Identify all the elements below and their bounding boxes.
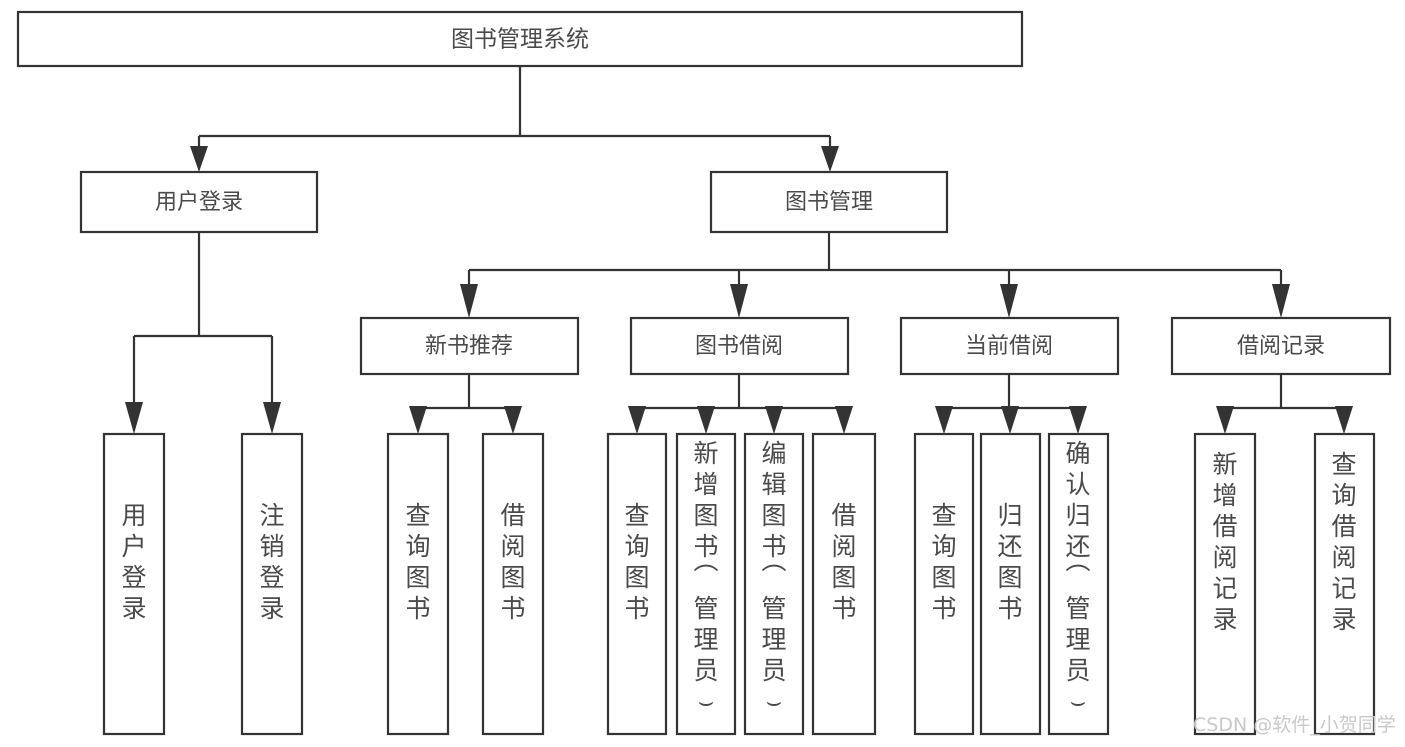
node-new-book-recommend[interactable]: 新书推荐 xyxy=(359,316,580,376)
node-book-manage-label: 图书管理 xyxy=(785,190,873,215)
leaf-add-record-label: 新增借阅记录 xyxy=(1212,450,1237,634)
node-book-borrow-box[interactable] xyxy=(629,316,850,376)
leaf-logout-login-box[interactable] xyxy=(240,432,304,736)
leaf-user-login-label: 用户登录 xyxy=(121,501,146,623)
leaf-logout-login-label: 注销登录 xyxy=(259,501,284,623)
leaf-query-book-2-label: 查询图书 xyxy=(624,501,649,623)
arrow-head-user-login xyxy=(190,146,208,172)
leaf-add-book-label: 新增图书⌒管理员⌣ xyxy=(693,439,718,716)
node-user-login-label: 用户登录 xyxy=(155,190,243,215)
leaf-confirm-return-label: 确认归还⌒管理员⌣ xyxy=(1065,439,1090,716)
leaf-borrow-book-1-box[interactable] xyxy=(481,432,545,736)
node-borrow-record[interactable]: 借阅记录 xyxy=(1170,316,1392,376)
node-book-borrow-label: 图书借阅 xyxy=(695,334,783,359)
leaf-return-book-box[interactable] xyxy=(979,432,1042,736)
arrow-head-leaf-logout-login xyxy=(263,402,281,434)
leaf-query-book-3[interactable]: 查询图书 xyxy=(913,432,975,736)
leaf-add-book[interactable]: 新增图书⌒管理员⌣ xyxy=(675,432,737,736)
leaf-query-book-2[interactable]: 查询图书 xyxy=(606,432,668,736)
node-root[interactable]: 图书管理系统 xyxy=(16,10,1024,68)
leaf-user-login-box[interactable] xyxy=(102,432,166,736)
node-current-borrow-label: 当前借阅 xyxy=(965,334,1053,359)
leaf-borrow-book-2-box[interactable] xyxy=(811,432,877,736)
node-root-label: 图书管理系统 xyxy=(451,27,589,53)
leaf-query-book-3-box[interactable] xyxy=(913,432,975,736)
node-new-book-recommend-label: 新书推荐 xyxy=(425,334,513,359)
arrow-head-leaf-add-record xyxy=(1216,406,1234,434)
arrow-head-leaf-user-login xyxy=(125,402,143,434)
node-book-manage[interactable]: 图书管理 xyxy=(709,170,949,234)
arrow-head-borrow-record xyxy=(1272,284,1290,318)
leaf-borrow-book-1-label: 借阅图书 xyxy=(500,501,525,623)
arrow-head-leaf-add-book xyxy=(697,406,715,434)
leaf-query-book-3-label: 查询图书 xyxy=(931,501,956,623)
leaf-query-book-1[interactable]: 查询图书 xyxy=(386,432,450,736)
arrow-head-leaf-edit-book xyxy=(765,406,783,434)
node-root-box[interactable] xyxy=(16,10,1024,68)
arrow-head-leaf-return-book xyxy=(1001,406,1019,434)
arrow-head-leaf-confirm-return xyxy=(1069,406,1087,434)
leaf-borrow-book-2[interactable]: 借阅图书 xyxy=(811,432,877,736)
leaf-query-book-1-label: 查询图书 xyxy=(405,501,430,623)
leaf-edit-book[interactable]: 编辑图书⌒管理员⌣ xyxy=(743,432,805,736)
arrow-head-leaf-query-record xyxy=(1335,406,1353,434)
arrow-head-current-borrow xyxy=(1000,284,1018,318)
leaf-add-record-box[interactable] xyxy=(1193,432,1257,736)
arrow-head-leaf-query-book-3 xyxy=(935,406,953,434)
node-current-borrow-box[interactable] xyxy=(899,316,1120,376)
node-book-borrow[interactable]: 图书借阅 xyxy=(629,316,850,376)
leaf-query-record[interactable]: 查询借阅记录 xyxy=(1313,432,1376,736)
leaf-borrow-book-2-label: 借阅图书 xyxy=(831,501,856,623)
node-user-login[interactable]: 用户登录 xyxy=(79,170,319,234)
leaf-edit-book-label: 编辑图书⌒管理员⌣ xyxy=(761,439,786,716)
leaf-query-book-2-box[interactable] xyxy=(606,432,668,736)
arrow-head-book-borrow xyxy=(730,284,748,318)
leaf-query-record-label: 查询借阅记录 xyxy=(1331,450,1356,634)
leaf-user-login[interactable]: 用户登录 xyxy=(102,432,166,736)
node-borrow-record-label: 借阅记录 xyxy=(1237,334,1325,359)
leaf-confirm-return[interactable]: 确认归还⌒管理员⌣ xyxy=(1047,432,1110,736)
leaf-add-record[interactable]: 新增借阅记录 xyxy=(1193,432,1257,736)
leaf-return-book[interactable]: 归还图书 xyxy=(979,432,1042,736)
node-user-login-box[interactable] xyxy=(79,170,319,234)
leaf-query-book-1-box[interactable] xyxy=(386,432,450,736)
csdn-watermark: CSDN @软件_小贺同学 xyxy=(1193,714,1396,736)
arrow-head-leaf-query-book-1 xyxy=(409,406,427,434)
arrow-head-leaf-borrow-book-1 xyxy=(504,406,522,434)
leaf-logout-login[interactable]: 注销登录 xyxy=(240,432,304,736)
node-new-book-recommend-box[interactable] xyxy=(359,316,580,376)
leaf-edit-book-box[interactable] xyxy=(743,432,805,736)
arrow-head-book-manage xyxy=(821,146,839,172)
arrow-head-leaf-query-book-2 xyxy=(628,406,646,434)
leaf-query-record-box[interactable] xyxy=(1313,432,1376,736)
node-current-borrow[interactable]: 当前借阅 xyxy=(899,316,1120,376)
leaf-confirm-return-box[interactable] xyxy=(1047,432,1110,736)
arrow-head-new-book-recommend xyxy=(460,284,478,318)
leaf-return-book-label: 归还图书 xyxy=(997,501,1022,623)
arrow-head-leaf-borrow-book-2 xyxy=(835,406,853,434)
leaf-borrow-book-1[interactable]: 借阅图书 xyxy=(481,432,545,736)
leaf-add-book-box[interactable] xyxy=(675,432,737,736)
node-borrow-record-box[interactable] xyxy=(1170,316,1392,376)
node-book-manage-box[interactable] xyxy=(709,170,949,234)
connector-layer xyxy=(125,66,1353,434)
